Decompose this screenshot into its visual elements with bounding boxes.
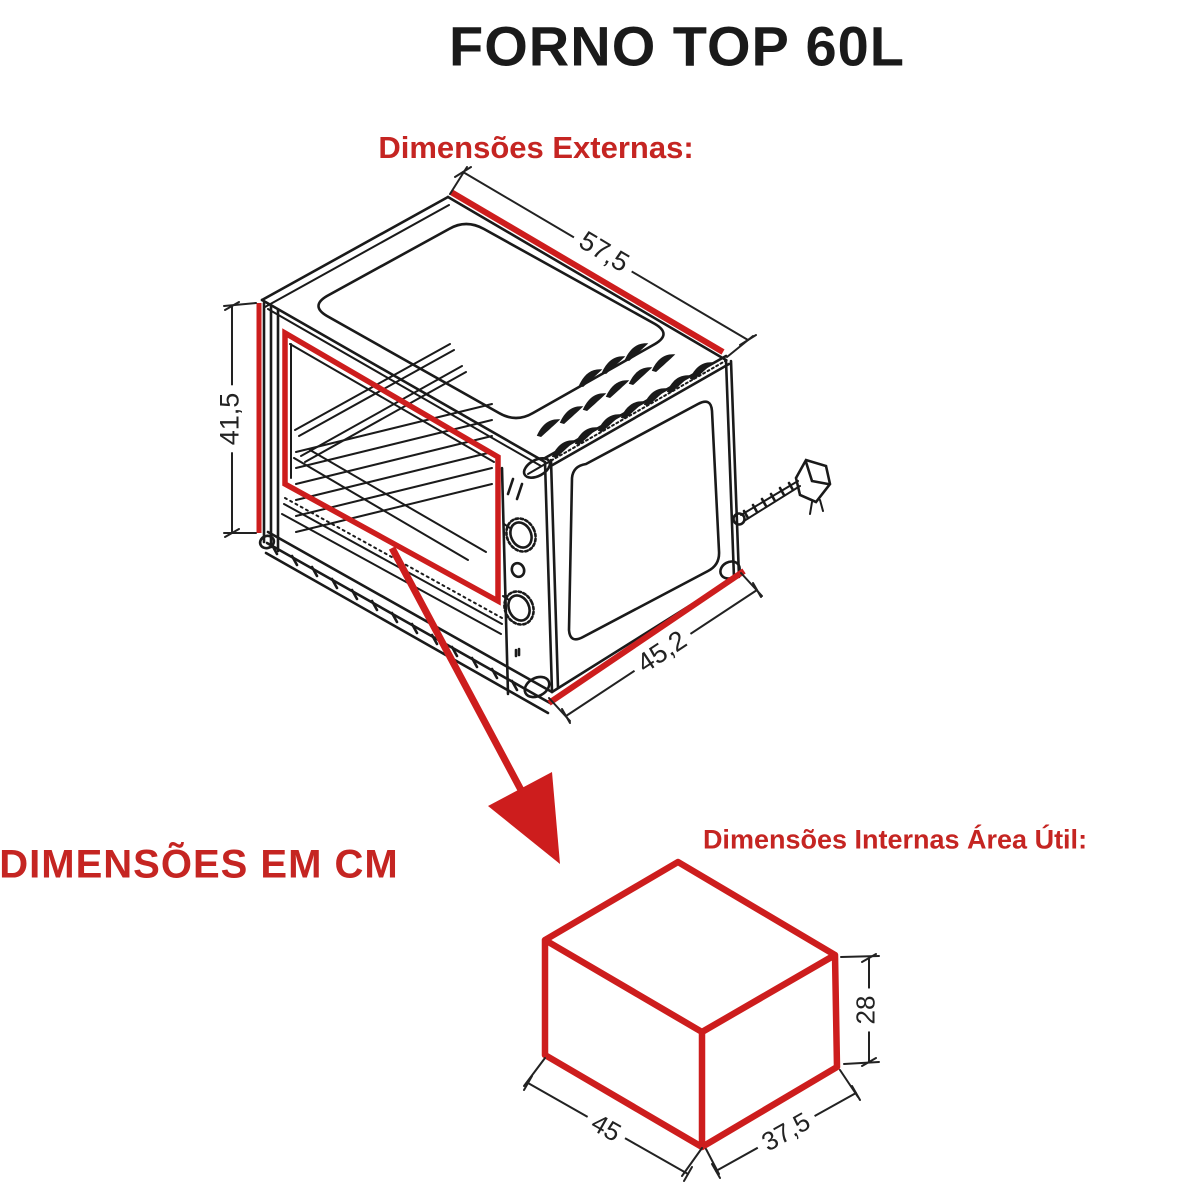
dimension-width-top: [449, 166, 757, 358]
door-frame-left: [262, 301, 280, 553]
oven-right-rear-edge: [724, 358, 741, 580]
oven-top-front-edge-inner: [267, 308, 542, 467]
dimension-height-left: [223, 301, 257, 538]
oven-top-right-edge: [446, 195, 728, 362]
door-latch: [522, 457, 552, 479]
base-edge: [264, 530, 554, 715]
oven-top-inset: [317, 222, 665, 420]
oven-line-art: [258, 195, 832, 715]
base-hatching: [270, 543, 519, 692]
highlight-bottom-edge: [547, 568, 746, 706]
crumb-tray-texture: [284, 497, 503, 619]
external-height-label: 41,5: [214, 385, 246, 453]
internal-dimensions-heading: Dimensões Internas Área Útil:: [702, 824, 1088, 855]
control-strip-edges: [500, 458, 560, 696]
cavity-inner-edges: [289, 343, 495, 479]
units-note: DIMENSÕES EM CM: [0, 842, 399, 887]
control-knobs: [502, 477, 537, 658]
oven-top-front-edge: [260, 298, 547, 464]
red-arrowhead: [488, 772, 560, 864]
oven-top-left-edge-inner: [264, 204, 450, 308]
red-highlights: [256, 189, 746, 706]
red-arrow: [388, 546, 560, 864]
side-window: [567, 400, 721, 641]
highlight-door-opening: [282, 328, 501, 606]
highlight-top-edge: [449, 189, 725, 355]
crumb-tray-lines: [281, 503, 503, 635]
external-dimensions-heading: Dimensões Externas:: [378, 130, 694, 165]
internal-height-label: 28: [850, 988, 882, 1032]
rotisserie-crank: [732, 458, 832, 526]
internal-volume-box: [541, 858, 841, 1151]
page-title: FORNO TOP 60L: [449, 14, 905, 78]
oven-top-left-edge: [260, 195, 450, 302]
